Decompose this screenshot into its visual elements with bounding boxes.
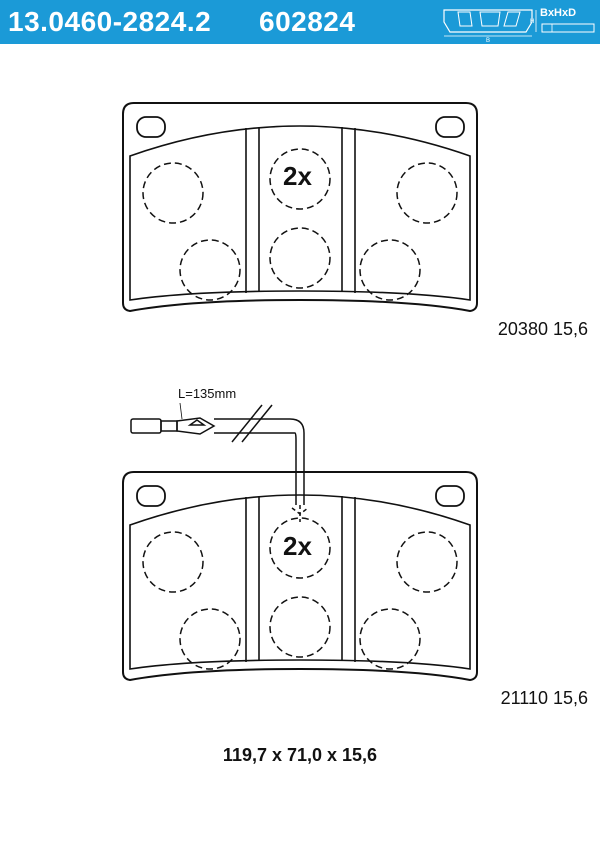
dim-icon-b-label: B [486, 38, 490, 42]
part-number: 13.0460-2824.2 [8, 6, 212, 37]
brake-pad-bottom [122, 471, 478, 681]
reference-number: 602824 [259, 6, 356, 37]
dim-icon-text: BxHxD [540, 7, 576, 19]
overall-dimensions: 119,7 x 71,0 x 15,6 [222, 745, 378, 765]
pad-top-caption: 20380 15,6 [497, 319, 588, 339]
brake-pad-top [122, 102, 478, 312]
pad-bottom-caption: 21110 15,6 [500, 688, 588, 708]
quantity-label-top: 2x [283, 161, 312, 191]
dimensions-icon: B H BxHxD [443, 7, 595, 42]
quantity-label-bottom: 2x [283, 531, 312, 561]
sensor-length-label: L=135mm [178, 386, 237, 401]
header-bar: 13.0460-2824.2 602824 B H BxHxD [0, 0, 600, 44]
brake-pad-drawing [122, 102, 478, 681]
wear-sensor [130, 402, 309, 522]
dim-icon-h-label: H [530, 19, 534, 25]
